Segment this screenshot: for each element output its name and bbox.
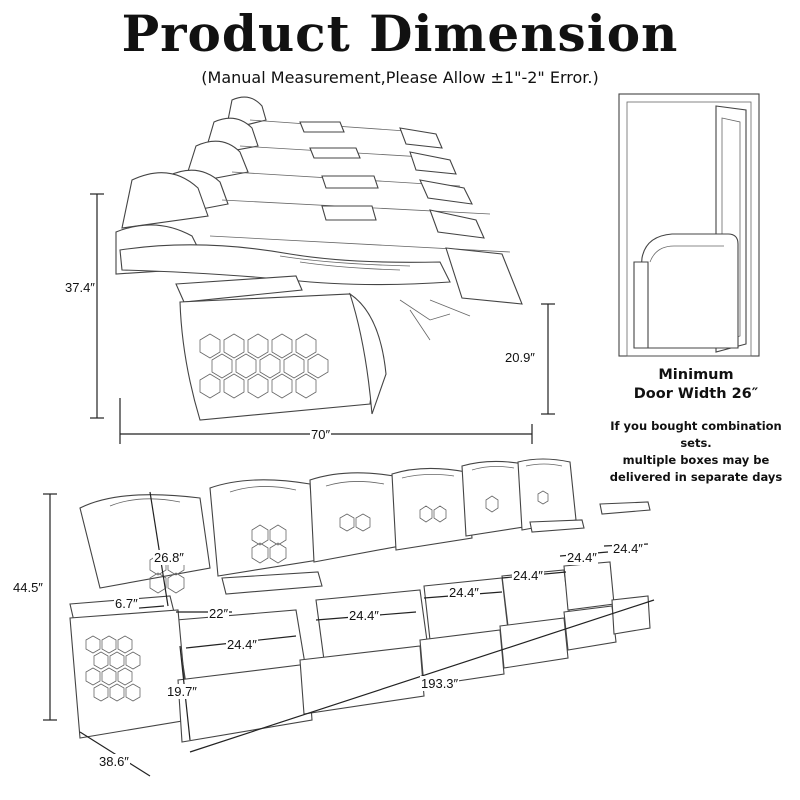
front-total-depth-label: 38.6″ — [98, 754, 130, 769]
front-seat-width-label-3: 24.4″ — [448, 585, 480, 600]
door-caption-line1: Minimum — [658, 367, 734, 383]
delivery-note: If you bought combination sets. multiple… — [596, 418, 796, 486]
front-seat-width-label-2: 24.4″ — [348, 608, 380, 623]
door-caption-line2: Door Width 26″ — [633, 386, 759, 402]
side-length-label: 70″ — [310, 427, 332, 442]
side-height-label: 37.4″ — [64, 280, 96, 295]
front-seat-width-label-4: 24.4″ — [512, 568, 544, 583]
delivery-note-line1: If you bought combination sets. — [610, 419, 782, 450]
door-caption: Minimum Door Width 26″ — [606, 366, 786, 404]
front-seat-width-label-6: 24.4″ — [612, 541, 644, 556]
delivery-note-line2: multiple boxes may be — [622, 453, 770, 467]
front-seat-height-label: 19.7″ — [166, 684, 198, 699]
front-view-sketch — [69, 458, 651, 743]
front-armrest-width-label: 6.7″ — [114, 596, 139, 611]
front-seat-width-label-1: 24.4″ — [226, 637, 258, 652]
door-frame-sketch — [618, 93, 760, 357]
front-total-height-label: 44.5″ — [12, 580, 44, 595]
front-seat-width-label-5: 24.4″ — [566, 550, 598, 565]
side-seat-height-label: 20.9″ — [504, 350, 536, 365]
page-title: Product Dimension — [121, 4, 679, 63]
front-total-width-label: 193.3″ — [420, 676, 460, 691]
front-seat-depth-label: 22″ — [208, 606, 230, 621]
delivery-note-line3: delivered in separate days — [609, 470, 783, 484]
front-back-height-label: 26.8″ — [153, 550, 185, 565]
page-subtitle: (Manual Measurement,Please Allow ±1"-2" … — [201, 68, 599, 87]
side-view-sketch — [115, 96, 523, 421]
